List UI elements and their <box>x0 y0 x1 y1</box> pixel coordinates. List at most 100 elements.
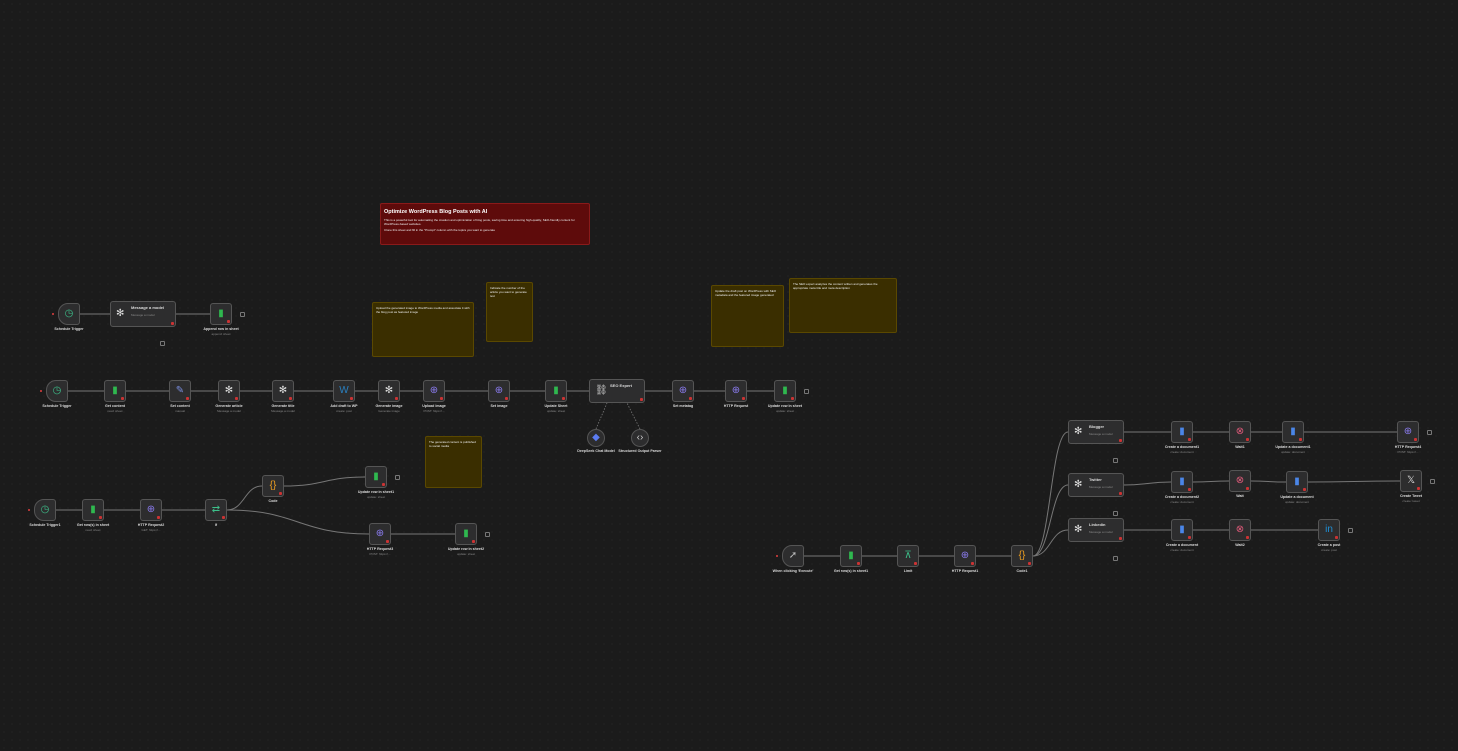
add-node-button[interactable] <box>804 388 809 394</box>
warning-icon <box>1417 487 1420 490</box>
warning-icon <box>1246 487 1249 490</box>
node-subtitle: update: document <box>1280 450 1306 454</box>
workflow-node[interactable]: 𝕏 <box>1400 470 1422 492</box>
workflow-node[interactable]: ⇄ <box>205 499 227 521</box>
workflow-node[interactable]: ⊕ <box>725 380 747 402</box>
workflow-node[interactable]: ◷ <box>34 499 56 521</box>
sticky-note[interactable]: Indicate the number of the article you w… <box>486 282 533 342</box>
add-node-button[interactable] <box>240 311 245 317</box>
workflow-node[interactable]: ⊕ <box>140 499 162 521</box>
workflow-node[interactable]: ✻ <box>272 380 294 402</box>
workflow-node[interactable]: ⛓SEO Expert <box>589 379 645 403</box>
node-label: Set image <box>490 404 508 408</box>
warning-icon <box>157 516 160 519</box>
add-node-button[interactable] <box>1427 429 1432 435</box>
workflow-node[interactable]: ▮ <box>840 545 862 567</box>
workflow-node[interactable]: ⊕ <box>672 380 694 402</box>
add-node-button[interactable] <box>1348 527 1353 533</box>
workflow-node[interactable]: ✻ <box>378 380 400 402</box>
workflow-node[interactable]: ✻ <box>218 380 240 402</box>
clock-icon: ◷ <box>40 504 50 515</box>
google-sheets-icon: ▮ <box>463 528 469 539</box>
workflow-node[interactable]: ⊗ <box>1229 519 1251 541</box>
workflow-node[interactable]: ⊕ <box>954 545 976 567</box>
workflow-node[interactable]: ⊼ <box>897 545 919 567</box>
workflow-node[interactable]: ➚ <box>782 545 804 567</box>
openai-icon: ✻ <box>1074 426 1083 437</box>
warning-icon <box>121 397 124 400</box>
add-node-button[interactable] <box>395 474 400 480</box>
workflow-node[interactable]: ▮ <box>1286 471 1308 493</box>
node-label: Generate title <box>271 404 295 408</box>
workflow-node[interactable]: ⊕ <box>1397 421 1419 443</box>
workflow-node[interactable]: ✎ <box>169 380 191 402</box>
warning-icon <box>971 562 974 565</box>
workflow-node[interactable]: ◷ <box>46 380 68 402</box>
workflow-node[interactable]: W <box>333 380 355 402</box>
workflow-node[interactable]: ▮ <box>365 466 387 488</box>
workflow-node[interactable]: ◷ <box>58 303 80 325</box>
add-node-button[interactable] <box>1430 478 1435 484</box>
openai-icon: ✻ <box>224 385 234 396</box>
workflow-node[interactable]: ⊗ <box>1229 470 1251 492</box>
warning-icon <box>562 397 565 400</box>
node-label: HTTP Request <box>723 404 749 408</box>
workflow-node[interactable]: in <box>1318 519 1340 541</box>
sticky-note[interactable]: Update the draft post on WordPress with … <box>711 285 784 347</box>
add-tool-button[interactable] <box>1113 458 1118 463</box>
add-tool-button[interactable] <box>1113 511 1118 516</box>
connection-line <box>1032 431 1069 557</box>
google-sheets-icon: ▮ <box>373 471 379 482</box>
workflow-node[interactable]: ▮ <box>1282 421 1304 443</box>
node-label: Generate article <box>215 404 243 408</box>
node-subtitle: read: sheet <box>85 528 101 532</box>
warning-icon <box>440 397 443 400</box>
workflow-node[interactable]: {} <box>1011 545 1033 567</box>
add-tool-button[interactable] <box>1113 556 1118 561</box>
node-label: Create a document1 <box>1164 445 1200 449</box>
sticky-note[interactable]: Upload the generated image to WordPress … <box>372 302 474 357</box>
google-sheets-icon: ▮ <box>553 385 559 396</box>
node-subtitle: POST: https://... <box>423 409 445 413</box>
connection-line <box>1192 480 1230 483</box>
sticky-note[interactable]: The SEO expert analyzes the content writ… <box>789 278 897 333</box>
sticky-note-text: This is a powerful tool for automating t… <box>384 218 575 226</box>
workflow-node[interactable]: ◆ <box>587 429 605 447</box>
workflow-node[interactable]: ‹› <box>631 429 649 447</box>
workflow-node[interactable]: ▮ <box>1171 421 1193 443</box>
node-label: Generate image <box>375 404 403 408</box>
workflow-node[interactable]: ⊗ <box>1229 421 1251 443</box>
link-icon: ⛓ <box>595 385 608 396</box>
sticky-note-text: Update the draft post on WordPress with … <box>715 289 777 297</box>
add-node-button[interactable] <box>485 531 490 537</box>
workflow-node[interactable]: ▮ <box>1171 471 1193 493</box>
workflow-node[interactable]: ▮ <box>545 380 567 402</box>
workflow-node[interactable]: ⊕ <box>423 380 445 402</box>
workflow-node[interactable]: ▮ <box>1171 519 1193 541</box>
workflow-node[interactable]: ▮ <box>455 523 477 545</box>
node-subtitle: create: tweet <box>1402 499 1420 503</box>
sticky-note[interactable]: The generated content is published to so… <box>425 436 482 488</box>
workflow-node[interactable]: {} <box>262 475 284 497</box>
workflow-node[interactable]: ▮ <box>82 499 104 521</box>
workflow-node[interactable]: ⊕ <box>369 523 391 545</box>
workflow-node[interactable]: ▮ <box>774 380 796 402</box>
node-subtitle: create: document <box>1170 450 1194 454</box>
workflow-node[interactable]: ▮ <box>104 380 126 402</box>
warning-icon <box>386 540 389 543</box>
workflow-node[interactable]: ▮ <box>210 303 232 325</box>
add-tool-button[interactable] <box>160 341 165 346</box>
workflow-node[interactable]: ⊕ <box>488 380 510 402</box>
node-label: Add draft to WP <box>330 404 358 408</box>
warning-icon <box>227 320 230 323</box>
node-subtitle: manual <box>175 409 185 413</box>
node-label: Create a document2 <box>1164 495 1200 499</box>
node-subtitle: update: document <box>1284 500 1310 504</box>
node-label: Create a document <box>1165 543 1199 547</box>
